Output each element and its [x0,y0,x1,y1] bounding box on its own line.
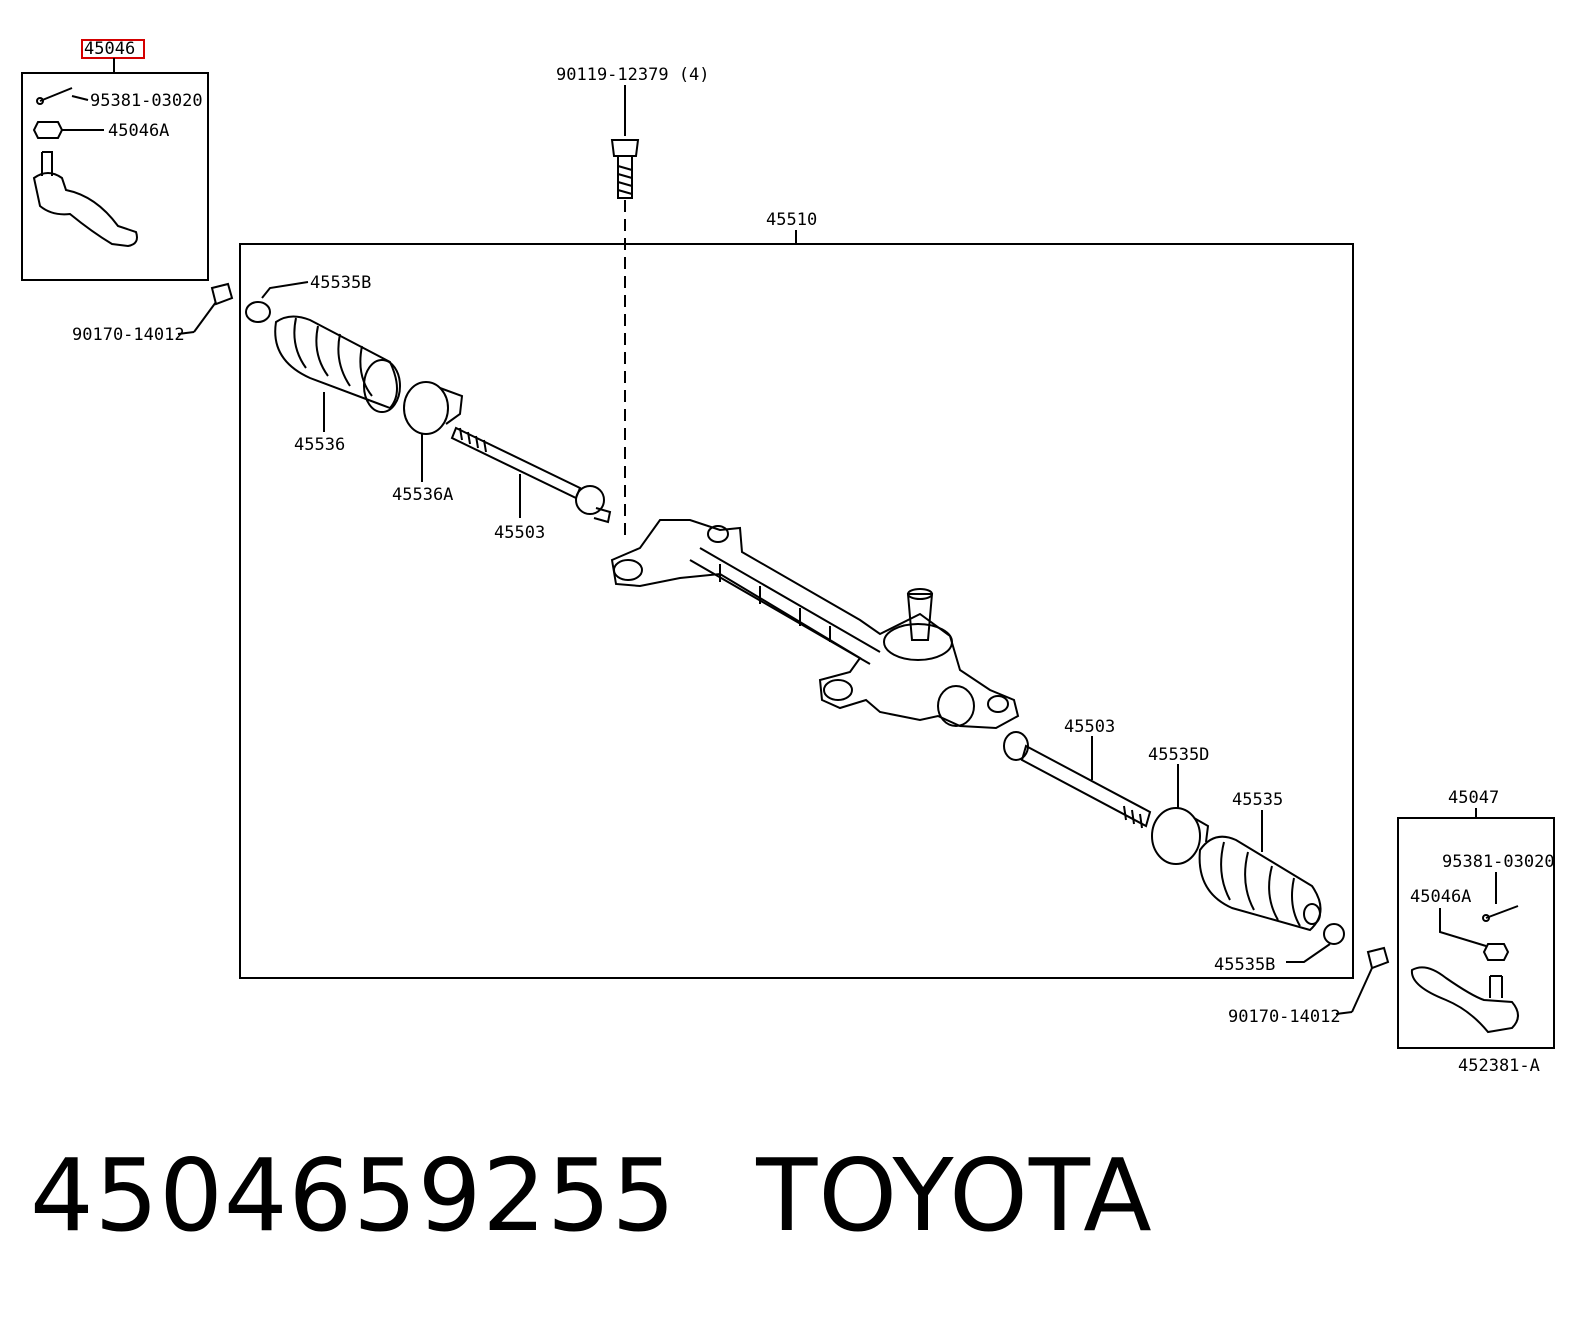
right-tie-rod-end-group: 45047 95381-03020 45046A 452381-A [1397,788,1555,1076]
label-45535B-left[interactable]: 45535B [310,273,371,293]
label-45510[interactable]: 45510 [766,210,817,230]
left-tie-rod-end-box [21,72,209,281]
figure-code: 452381-A [1458,1056,1540,1076]
clamp-icon [245,301,271,323]
left-tie-rod-end-group: 45046 95381-03020 45046A [21,39,209,281]
clamp-inner-right-icon [1151,807,1201,865]
rack-assembly-group: 45510 45535B 45536 45536A 45503 [239,210,1354,979]
brand-name: TOYOTA [756,1136,1153,1254]
part-number: 4504659255 [30,1136,677,1254]
clamp-right-outer-icon [1323,923,1345,945]
steering-rack-diagram: 45046 95381-03020 45046A 90170-14012 901… [21,39,1555,1076]
label-95381-03020-left[interactable]: 95381-03020 [90,91,203,111]
right-tie-rod-end-box [1397,817,1555,1049]
label-45535B-right[interactable]: 45535B [1214,955,1275,975]
tie-rod-right-icon [1020,744,1152,828]
ball-stud-right-icon [1489,975,1503,998]
label-45536A[interactable]: 45536A [392,485,453,505]
label-45046[interactable]: 45046 [84,39,135,59]
label-45536[interactable]: 45536 [294,435,345,455]
label-95381-03020-right[interactable]: 95381-03020 [1442,852,1555,872]
castle-nut-right-icon [1482,943,1510,961]
label-90170-14012-left[interactable]: 90170-14012 [72,325,185,345]
caption: 4504659255 TOYOTA [30,1130,1153,1260]
boot-left-icon [274,315,398,410]
cotter-pin-icon [39,87,73,102]
label-45535[interactable]: 45535 [1232,790,1283,810]
label-45503-right[interactable]: 45503 [1064,717,1115,737]
bolt-head-icon [610,139,640,157]
bushing-icon [210,282,234,306]
clamp-inner-left-icon [403,381,449,435]
label-90170-14012-right[interactable]: 90170-14012 [1228,1007,1341,1027]
boot-right-icon [1198,835,1322,932]
pinion-shaft-icon [906,593,934,641]
tie-rod-end-right-icon [1410,966,1519,1034]
tie-rod-right-joint-icon [1003,731,1029,761]
cotter-pin-right-icon [1485,905,1519,919]
bushing-left: 90170-14012 [72,282,234,345]
bushing-right-icon [1366,946,1390,970]
bushing-right: 90170-14012 [1228,946,1390,1027]
rack-housing-icon [610,519,1020,730]
ball-stud-icon [41,151,53,176]
castle-nut-icon [32,121,64,139]
label-45047[interactable]: 45047 [1448,788,1499,808]
label-45535D[interactable]: 45535D [1148,745,1209,765]
tie-rod-left-icon [450,426,582,500]
label-45046A-left[interactable]: 45046A [108,121,169,141]
bolt-group: 90119-12379 (4) [556,65,710,540]
label-45046A-right[interactable]: 45046A [1410,887,1471,907]
tie-rod-end-icon [32,172,138,248]
label-45503-left[interactable]: 45503 [494,523,545,543]
rack-assembly-box [239,243,1354,979]
label-90119-12379[interactable]: 90119-12379 (4) [556,65,710,85]
